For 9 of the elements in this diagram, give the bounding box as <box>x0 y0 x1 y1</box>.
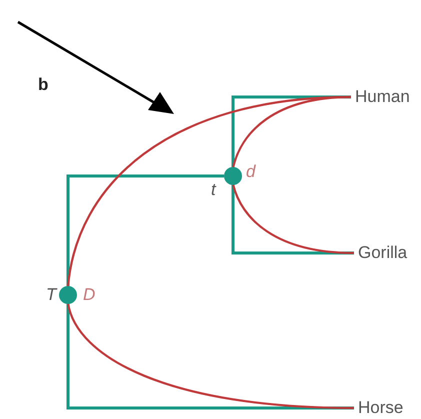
node-label: t <box>211 181 216 199</box>
species-label: Human <box>355 87 410 106</box>
node-label: T <box>46 286 56 304</box>
panel-label: b <box>38 76 48 94</box>
node-label: D <box>83 286 96 304</box>
node-label: d <box>246 163 256 181</box>
species-label: Gorilla <box>358 243 408 262</box>
species-tree-branch <box>66 174 224 286</box>
species-label: Horse <box>358 398 404 417</box>
